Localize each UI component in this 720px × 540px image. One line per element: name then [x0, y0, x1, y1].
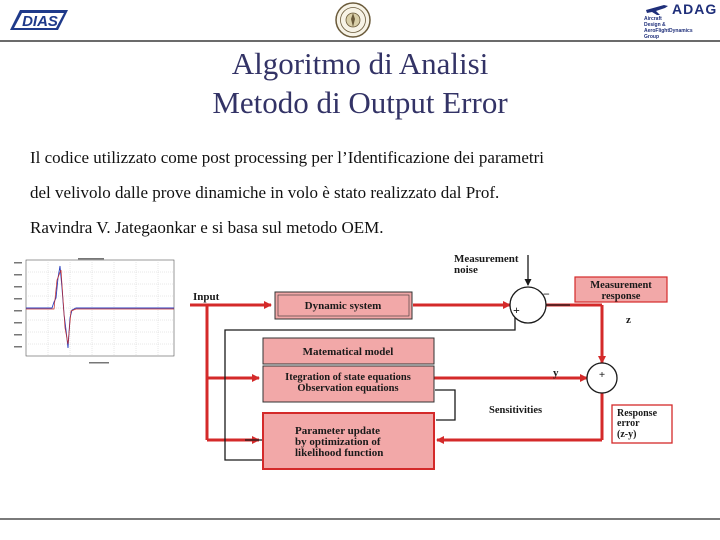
slide-title-line-1: Algoritmo di Analisi [231, 46, 489, 81]
header-divider [0, 40, 720, 42]
footer-divider [0, 518, 720, 520]
sensitivities-label: Sensitivities [489, 405, 542, 416]
response-error-block: Response error (z-y) [611, 404, 673, 444]
dynamic-system-label: Dynamic system [305, 300, 382, 312]
measurement-response-line-2: response [602, 291, 641, 302]
measurement-response-line-1: Measurement [590, 280, 652, 291]
slide-body: Il codice utilizzato come post processin… [30, 140, 710, 245]
plane-icon [646, 5, 668, 15]
slide-title: Algoritmo di Analisi Metodo di Output Er… [0, 44, 720, 122]
mathematical-model-label: Matematical model [303, 346, 394, 358]
parameter-update-line-3: likelihood function [295, 447, 383, 459]
dias-logo: DIAS [10, 10, 68, 30]
body-line-3: Ravindra V. Jategaonkar e si basa sul me… [30, 218, 384, 237]
parameter-update-line-2: by optimization of [295, 436, 381, 448]
dynamic-system-block: Dynamic system [274, 291, 413, 320]
integration-block: Itegration of state equations Observatio… [262, 365, 435, 403]
integration-line-1: Itegration of state equations [285, 372, 411, 383]
comparator-plus-sign: + [599, 369, 605, 381]
sensitivities-loop [435, 389, 456, 421]
error-comparator-junction: + [586, 362, 618, 394]
dias-logo-text: DIAS [22, 13, 58, 30]
sum-minus-sign: − [543, 287, 550, 301]
university-seal-icon [335, 2, 371, 38]
noise-sum-junction: − + [509, 286, 550, 324]
adag-logo-subtitle: Aircraft Design & AeroFlightDynamics Gro… [644, 16, 693, 40]
response-error-line-2: error [617, 418, 640, 429]
sum-plus-sign: + [513, 303, 520, 317]
measurement-response-block: Measurement response [574, 276, 668, 303]
response-error-line-3: (z-y) [617, 429, 636, 440]
slide-title-line-2: Metodo di Output Error [212, 85, 508, 120]
adag-logo: ADAG Aircraft Design & AeroFlightDynamic… [642, 0, 720, 40]
parameter-update-block: Parameter update by optimization of like… [262, 412, 435, 470]
time-history-thumbnail [14, 258, 175, 364]
integration-line-2: Observation equations [297, 383, 398, 394]
input-label: Input [193, 291, 220, 303]
oem-block-diagram: Dynamic system − + Measurement response … [190, 253, 673, 470]
header-bar: DIAS ADAG Aircraft Design & AeroFlightDy… [0, 0, 720, 44]
z-label: z [626, 314, 631, 326]
measurement-noise-line-2: noise [454, 264, 478, 276]
response-error-line-1: Response [617, 408, 658, 419]
parameter-update-line-1: Parameter update [295, 425, 380, 437]
adag-logo-title: ADAG [672, 1, 718, 17]
body-line-2: del velivolo dalle prove dinamiche in vo… [30, 183, 500, 202]
mathematical-model-block: Matematical model [262, 337, 435, 365]
y-label: y [553, 367, 559, 379]
body-line-1: Il codice utilizzato come post processin… [30, 148, 545, 167]
measurement-noise-line-1: Measurement [454, 253, 519, 265]
